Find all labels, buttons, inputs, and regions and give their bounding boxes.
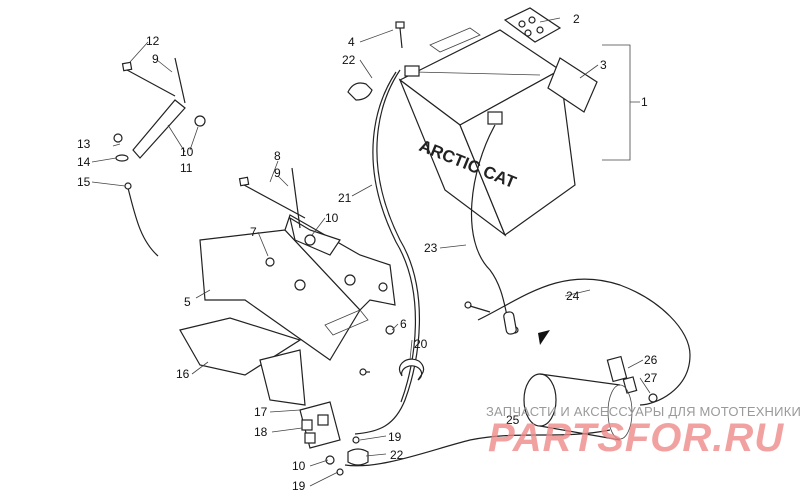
- leader-lines: [91, 17, 651, 487]
- watermark-brand: PARTSFOR.RU: [488, 416, 785, 460]
- callout-10a: 10: [180, 145, 194, 159]
- callout-17: 17: [254, 405, 268, 419]
- callout-5: 5: [184, 295, 191, 309]
- callout-23: 23: [424, 241, 438, 255]
- arrow-marker-right: [538, 330, 550, 345]
- callout-21: 21: [338, 191, 352, 205]
- cable-ground: [344, 429, 611, 467]
- callout-20: 20: [414, 337, 428, 351]
- callout-6: 6: [400, 317, 407, 331]
- callout-13: 13: [77, 137, 91, 151]
- battery-sticker: [547, 57, 598, 113]
- callout-15: 15: [77, 175, 91, 189]
- heat-shield-upper: [259, 349, 306, 406]
- callout-19a: 19: [388, 430, 402, 444]
- terminal-cap-top: [347, 82, 373, 101]
- terminal-cap-bottom: [347, 448, 369, 466]
- battery-hardware-kit: [503, 7, 562, 43]
- hold-down-hardware: [113, 57, 206, 257]
- bolt-top: [395, 21, 405, 49]
- starter-motor: [523, 373, 633, 441]
- callout-9a: 9: [152, 52, 159, 66]
- callout-27: 27: [644, 371, 658, 385]
- callout-4: 4: [348, 35, 355, 49]
- watermark-tagline: ЗАПЧАСТИ И АКСЕССУАРЫ ДЛЯ МОТОТЕХНИКИ: [486, 404, 800, 419]
- cable-clamp: [398, 358, 425, 381]
- cable-positive: [470, 124, 511, 326]
- callout-19b: 19: [292, 479, 306, 493]
- callout-10b: 10: [325, 211, 339, 225]
- callout-22b: 22: [390, 448, 404, 462]
- cable-starter: [477, 278, 691, 406]
- callout-26: 26: [644, 353, 658, 367]
- callout-9b: 9: [274, 166, 281, 180]
- callout-16: 16: [176, 367, 190, 381]
- callout-3: 3: [600, 58, 607, 72]
- cable-negative: [354, 69, 420, 435]
- callout-12: 12: [146, 34, 160, 48]
- callout-14: 14: [77, 155, 91, 169]
- callout-24: 24: [566, 289, 580, 303]
- callout-25: 25: [506, 413, 520, 427]
- callout-labels: 1 2 3 4 5 6 7 8 9 9 10 10 10 11 12 13 14…: [77, 12, 658, 493]
- callout-7: 7: [250, 225, 257, 239]
- callout-10c: 10: [292, 459, 306, 473]
- callout-8: 8: [274, 149, 281, 163]
- starter-relay: [299, 401, 360, 476]
- callout-11: 11: [180, 161, 193, 175]
- battery: ARCTIC CAT: [398, 27, 576, 237]
- callout-2: 2: [573, 12, 580, 26]
- bracket-bolts: [238, 167, 395, 376]
- callout-22a: 22: [342, 53, 356, 67]
- callout-18: 18: [254, 425, 268, 439]
- callout-1: 1: [641, 95, 648, 109]
